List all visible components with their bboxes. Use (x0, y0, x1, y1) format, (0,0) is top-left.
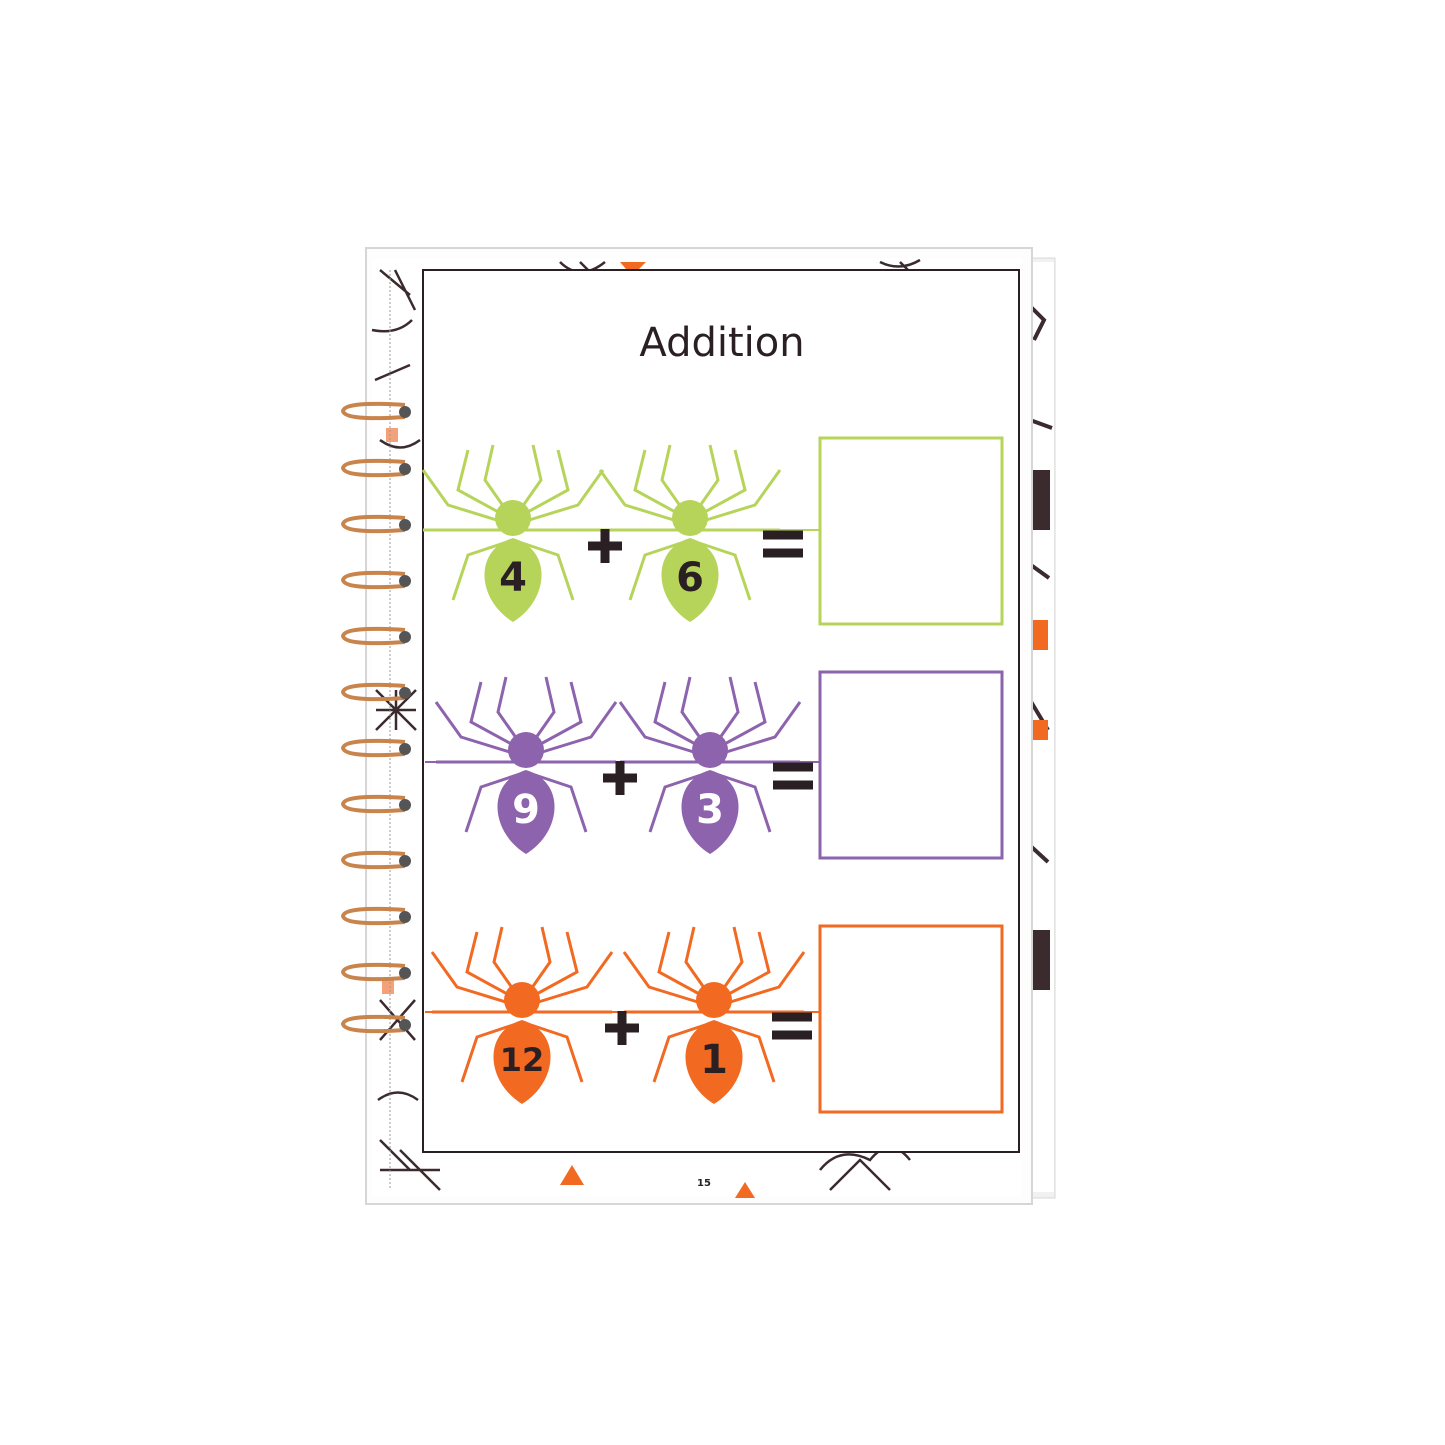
spider-3-b: 1 (622, 926, 806, 1104)
answer-box (818, 670, 1004, 860)
spider-2-a: 9 (434, 676, 618, 854)
plus-sign (588, 529, 622, 563)
spiral-ring (340, 401, 411, 421)
spider-1-a: 4 (421, 444, 605, 622)
spider-number: 3 (696, 787, 724, 833)
page-number: 15 (697, 1178, 711, 1189)
plus-sign (603, 761, 637, 795)
plus-sign (605, 1011, 639, 1045)
spider-3-a: 12 (430, 926, 614, 1104)
spiral-ring (340, 1014, 411, 1034)
spider-number: 6 (676, 555, 704, 601)
spiral-ring (340, 458, 411, 478)
problem-3: 12 1 (425, 924, 1004, 1114)
spider-number: 9 (512, 787, 540, 833)
answer-box (818, 436, 1004, 626)
spiral-ring (340, 794, 411, 814)
spider-number: 4 (499, 555, 527, 601)
spiral-ring (340, 850, 411, 870)
spiral-ring (340, 682, 411, 702)
equals-sign (772, 1012, 812, 1040)
spiral-ring (340, 514, 411, 534)
spiral-ring (340, 738, 411, 758)
spider-1-b: 6 (598, 444, 782, 622)
spiral-ring (340, 906, 411, 926)
answer-box (818, 924, 1004, 1114)
equals-sign (763, 530, 803, 558)
spiral-ring (340, 962, 411, 982)
spiral-ring (340, 626, 411, 646)
spider-number: 1 (700, 1037, 728, 1083)
worksheet-title: Addition (639, 320, 804, 366)
spiral-binding (340, 401, 411, 1034)
spiral-ring (340, 570, 411, 590)
spider-2-b: 3 (618, 676, 802, 854)
equals-sign (773, 762, 813, 790)
spider-number: 12 (500, 1041, 545, 1079)
